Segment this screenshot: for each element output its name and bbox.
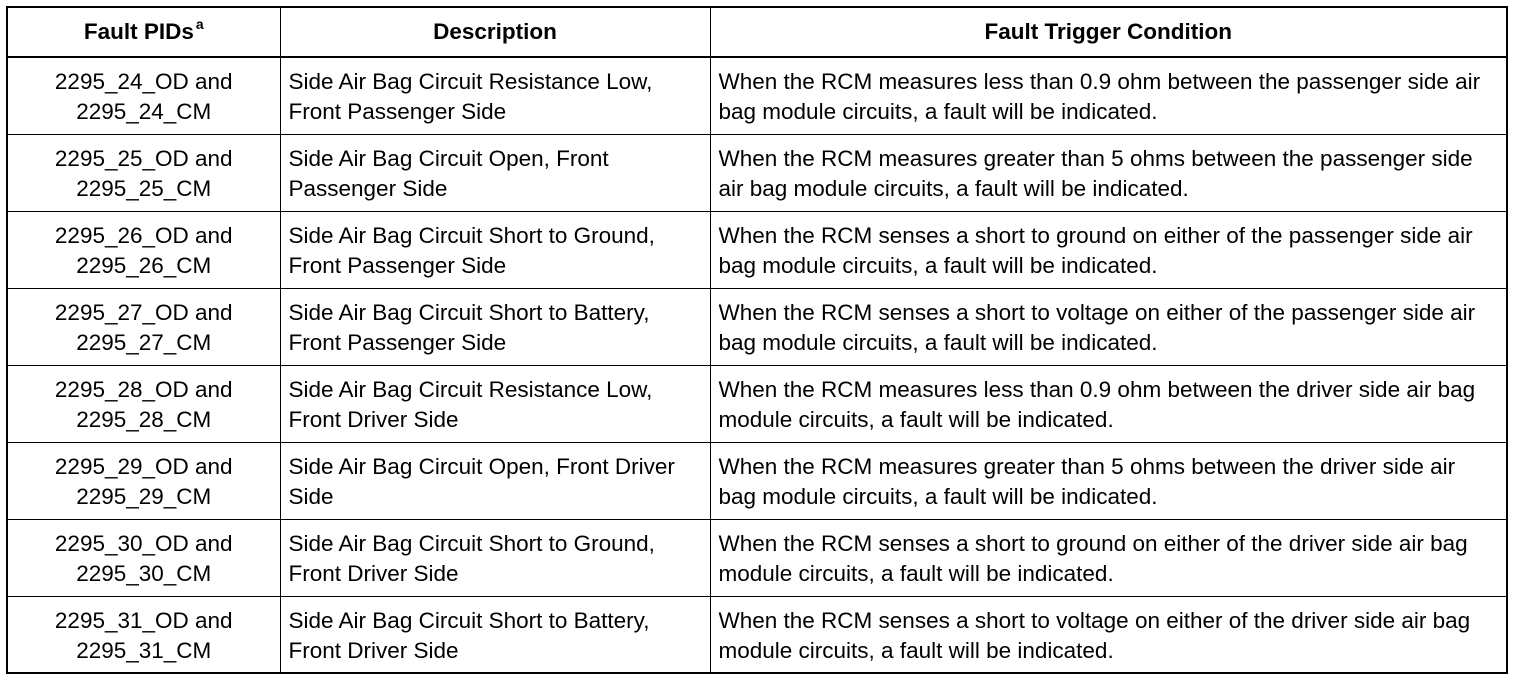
fault-pid-line: 2295_28_OD and xyxy=(54,376,233,402)
fault-pid-cell: 2295_25_OD and 2295_25_CM xyxy=(6,133,281,212)
condition-cell: When the RCM measures less than 0.9 ohm … xyxy=(709,56,1508,135)
fault-pid-cell: 2295_30_OD and 2295_30_CM xyxy=(6,518,281,597)
column-header-condition: Fault Trigger Condition xyxy=(709,6,1508,58)
fault-pid-line: 2295_27_OD and xyxy=(54,299,233,325)
fault-pid-line: 2295_29_OD and xyxy=(54,453,233,479)
description-cell: Side Air Bag Circuit Short to Ground, Fr… xyxy=(279,518,711,597)
condition-cell: When the RCM measures greater than 5 ohm… xyxy=(709,133,1508,212)
footnote-marker: a xyxy=(195,15,204,32)
fault-pid-cell: 2295_24_OD and 2295_24_CM xyxy=(6,56,281,135)
fault-pid-cell: 2295_31_OD and 2295_31_CM xyxy=(6,595,281,674)
description-cell: Side Air Bag Circuit Open, Front Passeng… xyxy=(279,133,711,212)
condition-cell: When the RCM senses a short to voltage o… xyxy=(709,595,1508,674)
fault-pid-cell: 2295_29_OD and 2295_29_CM xyxy=(6,441,281,520)
fault-pid-cell: 2295_28_OD and 2295_28_CM xyxy=(6,364,281,443)
table-row: 2295_29_OD and 2295_29_CM Side Air Bag Cir… xyxy=(6,441,1508,520)
table-row: 2295_27_OD and 2295_27_CM Side Air Bag Cir… xyxy=(6,287,1508,366)
fault-pid-line: 2295_25_CM xyxy=(76,175,212,201)
fault-pid-cell: 2295_27_OD and 2295_27_CM xyxy=(6,287,281,366)
fault-pid-line: 2295_24_CM xyxy=(76,99,212,124)
condition-cell: When the RCM senses a short to ground on… xyxy=(709,518,1508,597)
fault-pid-line: 2295_31_CM xyxy=(76,637,212,663)
fault-pid-line: 2295_31_OD and xyxy=(54,607,233,633)
fault-pid-line: 2295_24_OD and xyxy=(54,69,233,94)
condition-cell: When the RCM measures greater than 5 ohm… xyxy=(709,441,1508,520)
condition-cell: When the RCM senses a short to ground on… xyxy=(709,210,1508,289)
condition-cell: When the RCM senses a short to voltage o… xyxy=(709,287,1508,366)
fault-pid-line: 2295_29_CM xyxy=(76,483,212,509)
table-row: 2295_28_OD and 2295_28_CM Side Air Bag Cir… xyxy=(6,364,1508,443)
column-header-description: Description xyxy=(279,6,711,58)
fault-pid-line: 2295_26_CM xyxy=(76,252,212,278)
description-cell: Side Air Bag Circuit Open, Front Driver … xyxy=(279,441,711,520)
description-cell: Side Air Bag Circuit Short to Battery, F… xyxy=(279,287,711,366)
fault-pid-line: 2295_26_OD and xyxy=(54,222,233,248)
description-cell: Side Air Bag Circuit Short to Ground, Fr… xyxy=(279,210,711,289)
description-cell: Side Air Bag Circuit Resistance Low, Fro… xyxy=(279,56,711,135)
fault-pid-line: 2295_27_CM xyxy=(76,329,212,355)
description-cell: Side Air Bag Circuit Resistance Low, Fro… xyxy=(279,364,711,443)
fault-pid-line: 2295_25_OD and xyxy=(54,145,233,171)
table-row: 2295_30_OD and 2295_30_CM Side Air Bag Cir… xyxy=(6,518,1508,597)
fault-pid-line: 2295_30_CM xyxy=(76,560,212,586)
description-cell: Side Air Bag Circuit Short to Battery, F… xyxy=(279,595,711,674)
table-row: 2295_24_OD and 2295_24_CM Side Air Bag Cir… xyxy=(6,56,1508,135)
fault-pid-cell: 2295_26_OD and 2295_26_CM xyxy=(6,210,281,289)
fault-pid-line: 2295_30_OD and xyxy=(54,530,233,556)
condition-cell: When the RCM measures less than 0.9 ohm … xyxy=(709,364,1508,443)
table-body: 2295_24_OD and 2295_24_CM Side Air Bag Cir… xyxy=(6,56,1508,674)
table-row: 2295_25_OD and 2295_25_CM Side Air Bag Cir… xyxy=(6,133,1508,212)
table-row: 2295_31_OD and 2295_31_CM Side Air Bag Cir… xyxy=(6,595,1508,674)
table-row: 2295_26_OD and 2295_26_CM Side Air Bag Cir… xyxy=(6,210,1508,289)
fault-pids-header-label: Fault PIDs xyxy=(83,19,194,44)
fault-pid-line: 2295_28_CM xyxy=(76,406,212,432)
